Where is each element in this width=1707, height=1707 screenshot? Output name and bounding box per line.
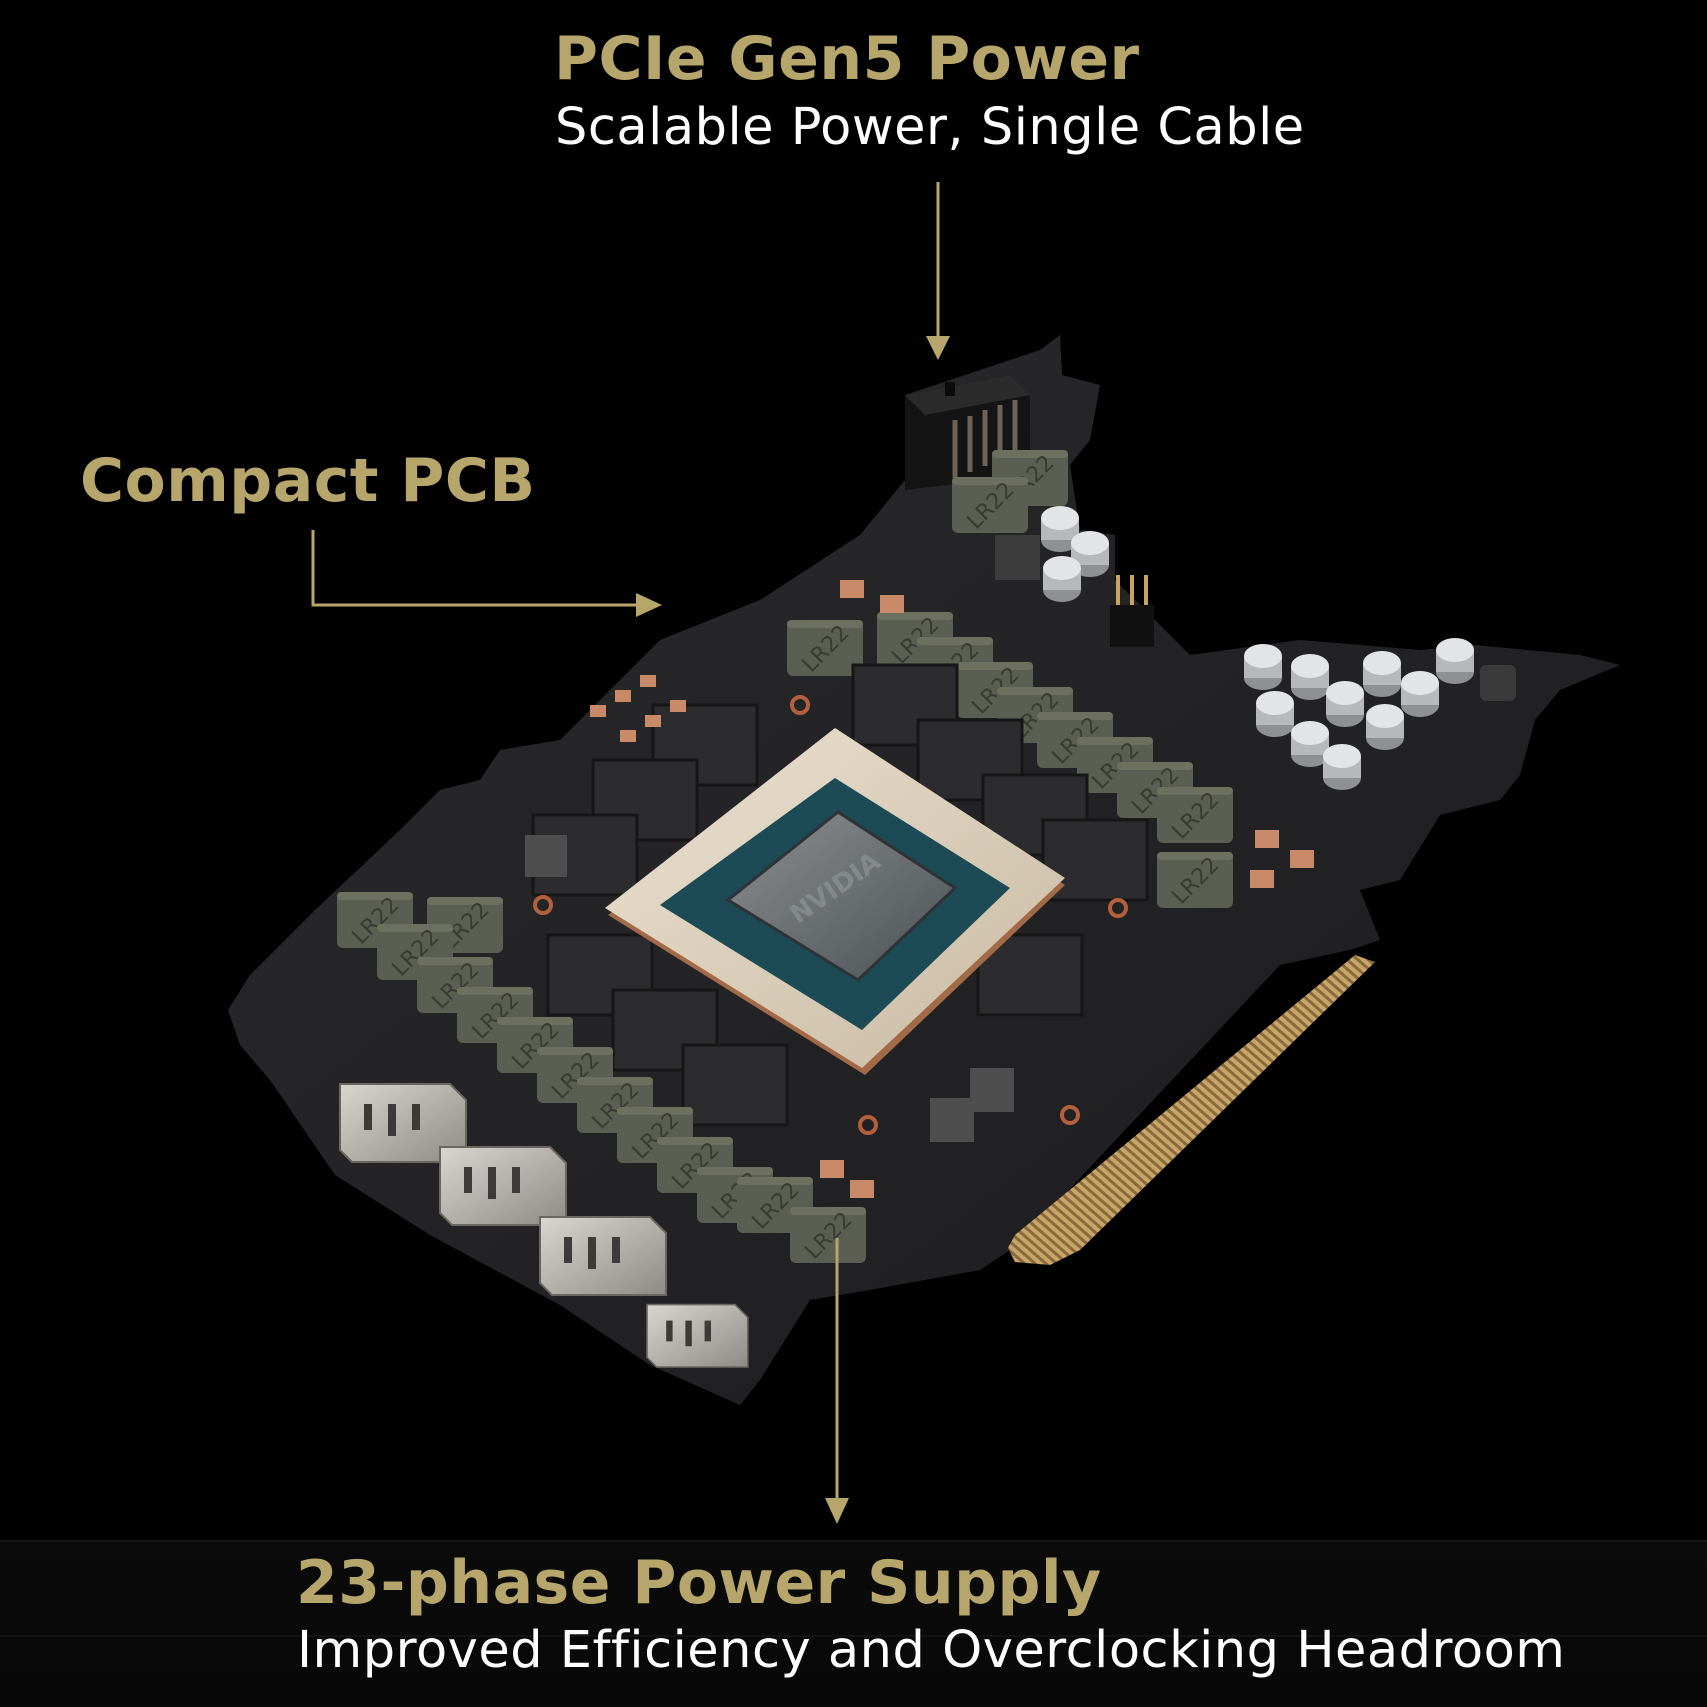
power-supply-subtitle: Improved Efficiency and Overclocking Hea… [297,1621,1566,1680]
gpu-package: NVIDIA [605,728,1065,1075]
power-supply-heading: 23-phase Power Supply [296,1548,1102,1618]
pcie-power-subtitle: Scalable Power, Single Cable [555,98,1305,157]
pcie-power-heading: PCIe Gen5 Power [554,24,1140,94]
bottom-band [0,1540,1707,1707]
compact-pcb-heading: Compact PCB [80,446,536,516]
pcie-gold-fingers [1008,955,1375,1265]
